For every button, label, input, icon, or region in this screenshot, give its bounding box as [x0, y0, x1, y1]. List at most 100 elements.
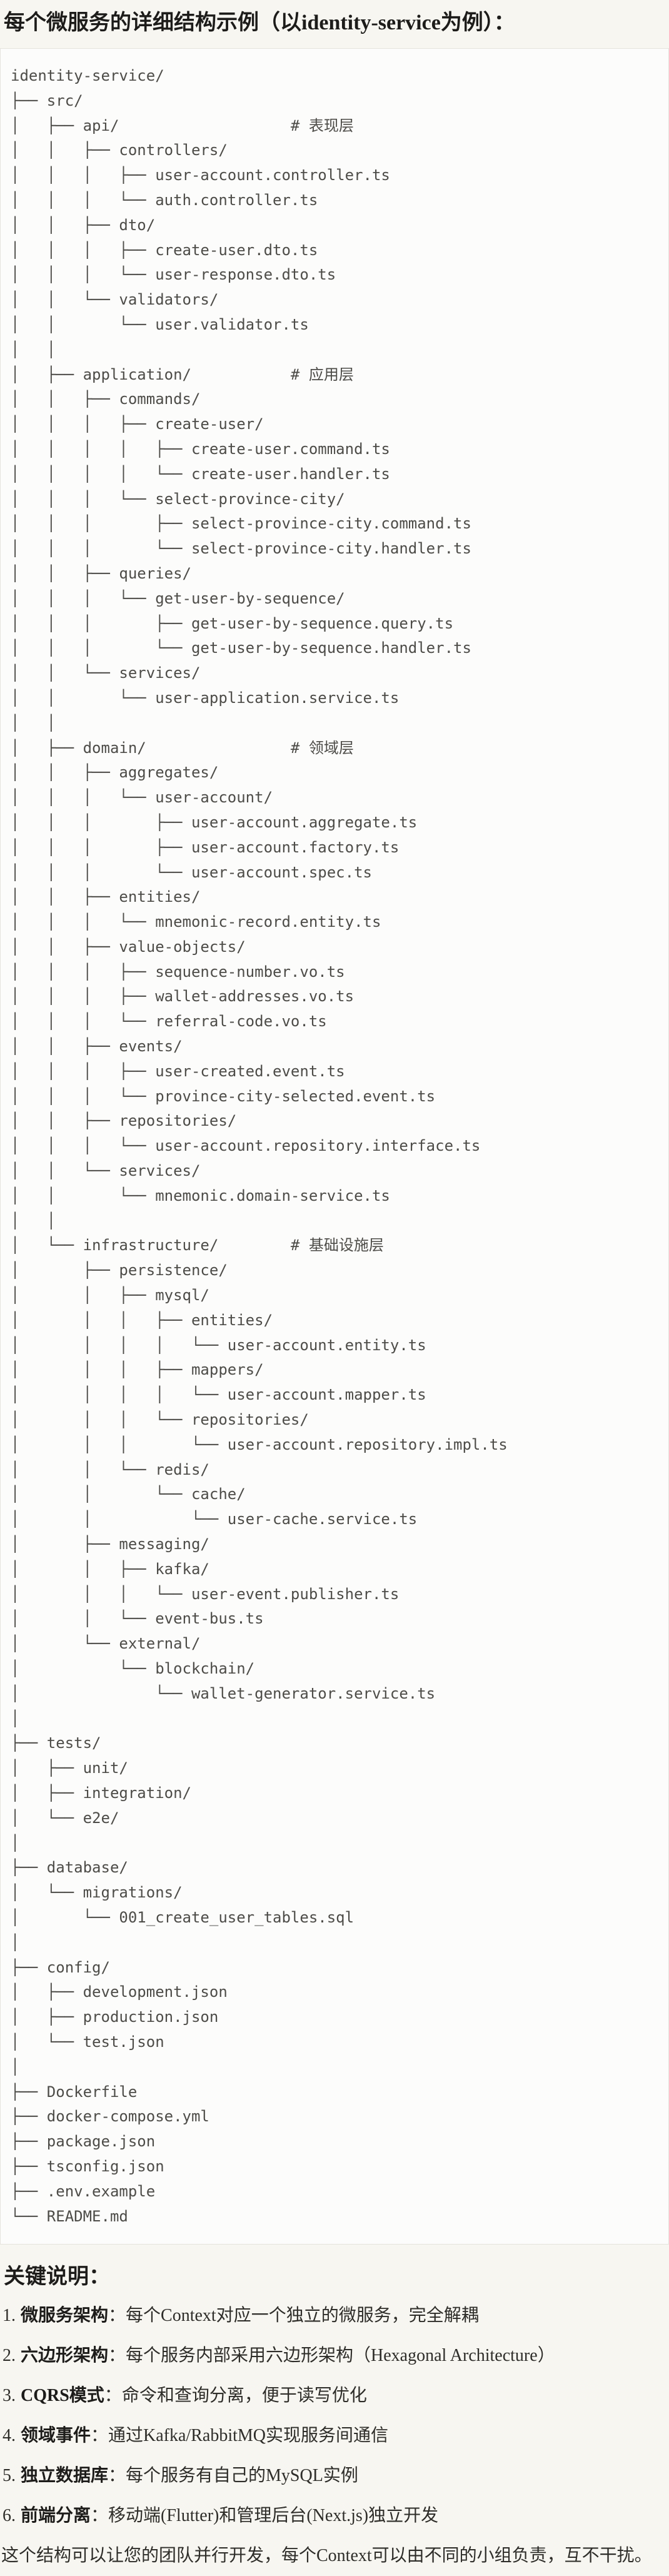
tree-line: ├── config/ — [11, 1958, 110, 1976]
directory-tree: identity-service/ ├── src/ │ ├── api/ # 表现… — [11, 64, 658, 2229]
page: { "header": { "title": "每个微服务的详细结构示例（以id… — [0, 9, 669, 2568]
note-label: 前端分离 — [21, 2506, 91, 2526]
tree-line: │ │ │ │ └── create-user.handler.ts — [11, 465, 390, 483]
tree-line: │ — [11, 1933, 20, 1951]
note-colon: ： — [108, 2346, 126, 2366]
tree-line: │ │ ├── value-objects/ — [11, 937, 246, 956]
tree-line: │ │ └── redis/ — [11, 1460, 209, 1478]
note-text: 通过Kafka/RabbitMQ实现服务间通信 — [108, 2426, 388, 2446]
tree-line: │ ├── persistence/ — [11, 1261, 228, 1280]
tree-line: │ │ │ └── select-province-city/ — [11, 490, 345, 508]
note-label: 独立数据库 — [21, 2466, 109, 2486]
note-label: 微服务架构 — [21, 2306, 109, 2326]
tree-line: │ ├── unit/ — [11, 1759, 128, 1777]
note-colon: ： — [108, 2466, 126, 2486]
tree-line: │ │ │ └── province-city-selected.event.t… — [11, 1087, 436, 1105]
note-colon: ： — [108, 2306, 126, 2326]
note-text: 每个服务有自己的MySQL实例 — [126, 2466, 358, 2486]
tree-line: │ — [11, 1834, 20, 1852]
tree-line: │ │ │ └── repositories/ — [11, 1411, 309, 1429]
tree-line: │ │ └── services/ — [11, 664, 201, 682]
tree-line: │ │ │ └── mnemonic-record.entity.ts — [11, 913, 381, 931]
tree-line: │ │ │ └── select-province-city.handler.t… — [11, 540, 471, 558]
note-item: 5.独立数据库：每个服务有自己的MySQL实例 — [3, 2465, 669, 2487]
tree-line: │ │ │ ├── sequence-number.vo.ts — [11, 962, 345, 981]
tree-line: │ │ — [11, 1211, 56, 1230]
tree-line: │ └── migrations/ — [11, 1884, 183, 1902]
note-colon: ： — [91, 2426, 109, 2446]
tree-line: │ │ │ ├── user-created.event.ts — [11, 1062, 345, 1080]
note-label: CQRS模式 — [21, 2386, 104, 2406]
tree-line: │ │ │ │ └── user-account.mapper.ts — [11, 1386, 426, 1404]
tree-line: │ │ │ ├── user-account.aggregate.ts — [11, 813, 418, 831]
tree-line: │ └── infrastructure/ # 基础设施层 — [11, 1236, 384, 1255]
tree-line: │ └── external/ — [11, 1635, 201, 1653]
tree-line: │ │ │ └── user-response.dto.ts — [11, 266, 336, 284]
tree-line: │ │ ├── entities/ — [11, 888, 201, 906]
tree-line: │ │ └── event-bus.ts — [11, 1610, 264, 1628]
tree-line: │ │ ├── kafka/ — [11, 1560, 209, 1578]
page-title: 每个微服务的详细结构示例（以identity-service为例）： — [4, 11, 515, 34]
tree-line: │ — [11, 1709, 20, 1727]
tree-line: │ ├── domain/ # 领域层 — [11, 739, 354, 757]
notes-title: 关键说明： — [4, 2265, 110, 2289]
tree-line: │ │ │ └── user-account.repository.interf… — [11, 1137, 481, 1155]
note-item: 3.CQRS模式：命令和查询分离，便于读写优化 — [3, 2385, 669, 2407]
tree-line: identity-service/ — [11, 67, 164, 84]
directory-tree-code-block: identity-service/ ├── src/ │ ├── api/ # 表现… — [0, 48, 669, 2245]
note-colon: ： — [91, 2506, 109, 2526]
tree-line: │ │ │ └── user-event.publisher.ts — [11, 1585, 400, 1603]
tree-line: │ │ ├── dto/ — [11, 216, 156, 234]
note-text: 每个Context对应一个独立的微服务，完全解耦 — [126, 2306, 479, 2326]
note-number: 3. — [3, 2386, 16, 2406]
tree-line: │ │ ├── repositories/ — [11, 1112, 237, 1130]
tree-line: │ │ └── cache/ — [11, 1485, 246, 1503]
tree-line: │ │ — [11, 340, 56, 358]
tree-line: │ │ │ └── get-user-by-sequence.handler.t… — [11, 639, 471, 657]
tree-line: │ │ │ ├── entities/ — [11, 1311, 273, 1329]
tree-line: │ │ │ └── user-account.spec.ts — [11, 863, 372, 881]
tree-line: │ └── wallet-generator.service.ts — [11, 1684, 436, 1702]
note-text: 命令和查询分离，便于读写优化 — [121, 2386, 367, 2406]
tree-line: │ │ │ ├── user-account.controller.ts — [11, 166, 390, 184]
tree-line: │ │ ├── events/ — [11, 1038, 183, 1056]
tree-line: │ │ │ ├── get-user-by-sequence.query.ts — [11, 614, 454, 632]
tree-line: ├── package.json — [11, 2133, 156, 2151]
notes-list: 1.微服务架构：每个Context对应一个独立的微服务，完全解耦 2.六边形架构… — [0, 2305, 669, 2527]
note-number: 5. — [3, 2466, 16, 2486]
tree-line: ├── tsconfig.json — [11, 2157, 164, 2175]
tree-line: │ │ ├── controllers/ — [11, 141, 228, 159]
tree-line: │ ├── application/ # 应用层 — [11, 365, 354, 383]
tree-line: │ │ — [11, 714, 56, 732]
note-number: 6. — [3, 2506, 16, 2526]
tree-line: │ │ │ ├── wallet-addresses.vo.ts — [11, 987, 355, 1006]
tree-line: │ │ │ └── user-account/ — [11, 789, 273, 807]
tree-line: │ │ │ │ └── user-account.entity.ts — [11, 1336, 426, 1354]
tree-line: │ │ │ └── get-user-by-sequence/ — [11, 589, 345, 607]
tree-line: │ │ ├── aggregates/ — [11, 764, 219, 782]
tree-line: └── README.md — [11, 2207, 128, 2225]
tree-line: │ ├── api/ # 表现层 — [11, 116, 354, 134]
tree-line: │ │ └── services/ — [11, 1162, 201, 1180]
tree-line: │ │ └── user.validator.ts — [11, 315, 309, 333]
tree-line: │ │ └── user-cache.service.ts — [11, 1510, 418, 1528]
tree-line: │ │ └── validators/ — [11, 291, 219, 309]
tree-line: │ │ │ └── user-account.repository.impl.t… — [11, 1435, 508, 1453]
tree-line: │ │ └── mnemonic.domain-service.ts — [11, 1186, 390, 1205]
note-text: 每个服务内部采用六边形架构（Hexagonal Architecture） — [126, 2346, 555, 2366]
tree-line: │ │ │ ├── create-user/ — [11, 415, 264, 433]
note-text: 移动端(Flutter)和管理后台(Next.js)独立开发 — [108, 2506, 439, 2526]
tree-line: │ ├── production.json — [11, 2008, 219, 2026]
tree-line: │ │ ├── commands/ — [11, 390, 201, 408]
tree-line: │ ├── messaging/ — [11, 1535, 209, 1553]
tree-line: ├── Dockerfile — [11, 2083, 138, 2101]
tree-line: │ — [11, 2058, 20, 2076]
tree-line: ├── database/ — [11, 1859, 128, 1877]
note-item: 1.微服务架构：每个Context对应一个独立的微服务，完全解耦 — [3, 2305, 669, 2327]
note-item: 4.领域事件：通过Kafka/RabbitMQ实现服务间通信 — [3, 2425, 669, 2447]
tree-line: │ │ │ ├── user-account.factory.ts — [11, 838, 400, 856]
tree-line: │ ├── development.json — [11, 1983, 228, 2001]
tree-line: ├── .env.example — [11, 2182, 156, 2200]
tree-line: │ │ ├── queries/ — [11, 564, 191, 582]
tree-line: ├── src/ — [11, 91, 83, 109]
